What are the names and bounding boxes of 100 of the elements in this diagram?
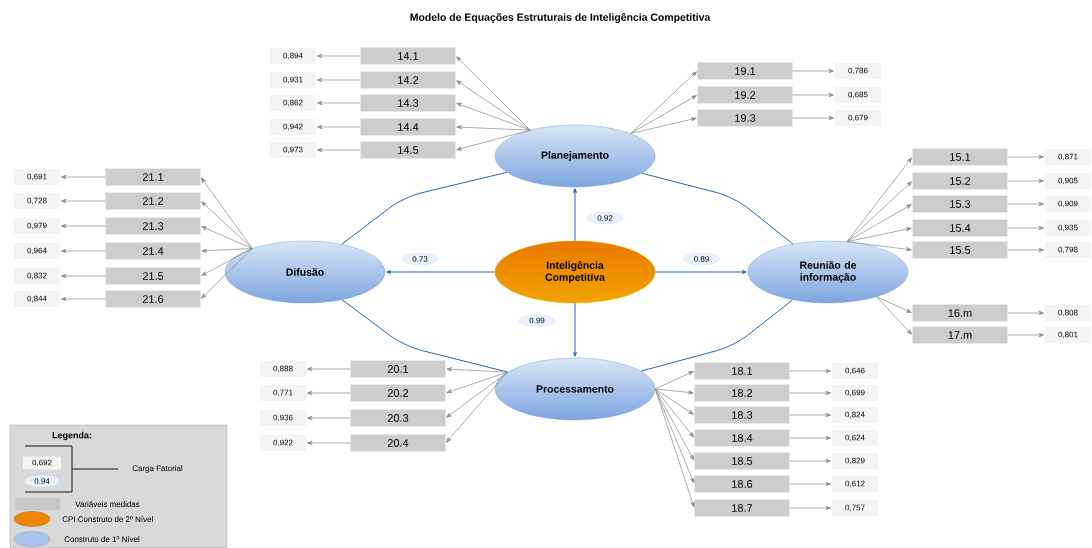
arrow: [654, 388, 695, 508]
arrow: [446, 371, 508, 443]
arrow: [792, 92, 835, 98]
arrow: [60, 248, 106, 254]
arrow: [201, 201, 253, 249]
arrow: [789, 412, 832, 418]
arrow: [201, 226, 253, 249]
variable-box: 18.2: [694, 384, 790, 402]
arrow: [1007, 225, 1045, 231]
arrow: [1007, 332, 1045, 338]
connector-line: [640, 299, 793, 372]
variable-box: 19.1: [697, 62, 793, 80]
arrow: [306, 415, 351, 421]
arrow: [1007, 247, 1045, 253]
arrow: [573, 188, 577, 242]
arrow: [316, 53, 361, 59]
arrow: [1007, 310, 1045, 316]
arrow: [456, 56, 531, 131]
arrow: [792, 115, 835, 121]
variable-box: 20.4: [350, 434, 446, 452]
variable-box: 15.5: [912, 241, 1008, 259]
variable-box: 14.5: [360, 141, 456, 159]
arrow: [573, 302, 577, 357]
variable-box: 17.m: [912, 326, 1008, 344]
variable-box: 18.4: [694, 429, 790, 447]
variable-box: 18.3: [694, 406, 790, 424]
variable-box: 15.1: [912, 148, 1008, 166]
variable-box: 14.1: [360, 47, 456, 65]
arrow: [789, 505, 832, 511]
arrow: [60, 296, 106, 302]
arrow: [846, 241, 912, 252]
arrow: [789, 368, 832, 374]
arrow: [654, 388, 694, 438]
arrow: [1007, 178, 1045, 184]
arrow: [876, 296, 912, 313]
arrow: [630, 95, 697, 134]
title: Modelo de Equações Estruturais de Inteligência Competitiva: [410, 13, 711, 23]
variable-box: 18.1: [694, 362, 790, 380]
arrow: [306, 390, 351, 396]
arrow: [846, 204, 912, 243]
arrow: [654, 371, 694, 390]
arrow: [789, 458, 832, 464]
arrow: [1007, 154, 1045, 160]
arrow: [60, 273, 106, 279]
variable-box: 18.5: [694, 452, 790, 470]
variable-box: 15.3: [912, 195, 1008, 213]
arrow: [316, 77, 361, 83]
legend-title: Legenda:: [52, 431, 92, 441]
arrow: [446, 371, 508, 394]
arrow: [60, 198, 106, 204]
arrow: [386, 270, 496, 274]
variable-box: 14.4: [360, 118, 456, 136]
variable-box: 21.4: [105, 242, 201, 260]
variable-box: 19.3: [697, 109, 793, 127]
arrow: [201, 248, 253, 253]
arrow: [846, 227, 912, 243]
variable-box: 21.3: [105, 217, 201, 235]
variable-box: 15.4: [912, 219, 1008, 237]
arrow: [654, 388, 695, 484]
connector-line: [641, 172, 794, 245]
variable-box: 19.2: [697, 86, 793, 104]
arrow: [789, 481, 832, 487]
arrow: [306, 366, 351, 372]
variable-box: 21.5: [105, 267, 201, 285]
arrow: [654, 388, 694, 415]
variable-box: 21.6: [105, 290, 201, 308]
variable-box: 15.2: [912, 172, 1008, 190]
arrow: [792, 68, 835, 74]
arrow: [789, 435, 832, 441]
variable-box: 14.3: [360, 94, 456, 112]
arrow: [654, 388, 694, 395]
arrow: [306, 440, 351, 446]
arrow: [789, 390, 832, 396]
variable-box: 14.2: [360, 71, 456, 89]
variable-box: 21.2: [105, 192, 201, 210]
arrow: [1007, 201, 1045, 207]
arrow: [456, 129, 531, 151]
arrow: [201, 248, 253, 276]
variable-box: 20.1: [350, 360, 446, 378]
arrow: [654, 270, 747, 274]
arrow: [630, 117, 697, 134]
arrow: [446, 367, 508, 373]
arrow: [456, 103, 531, 131]
arrow: [456, 80, 531, 131]
variable-box: 18.7: [694, 499, 790, 517]
arrow: [846, 181, 912, 243]
arrow: [446, 371, 508, 418]
variable-box: 20.3: [350, 409, 446, 427]
variable-box: 20.2: [350, 384, 446, 402]
variable-box: 18.6: [694, 475, 790, 493]
arrow: [876, 296, 912, 335]
arrow: [630, 71, 697, 134]
arrow: [60, 223, 106, 229]
connector-line: [341, 171, 508, 245]
arrow: [60, 174, 106, 180]
arrow: [316, 100, 361, 106]
arrow: [316, 124, 361, 130]
arrow: [456, 125, 531, 131]
arrow: [201, 248, 253, 299]
arrow: [316, 147, 361, 153]
